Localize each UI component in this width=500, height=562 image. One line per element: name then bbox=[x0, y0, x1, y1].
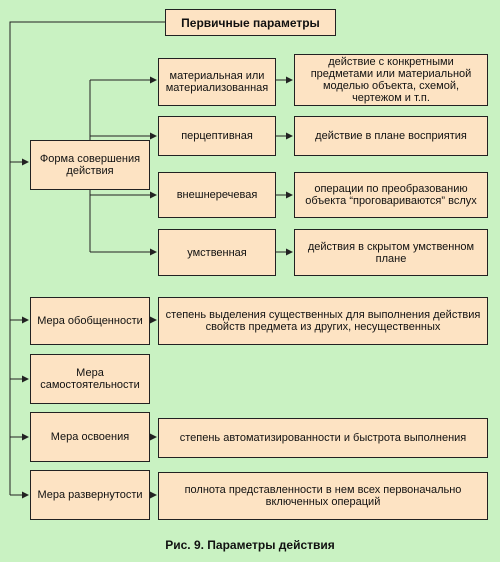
trunk-line bbox=[9, 21, 165, 495]
kind-desc-1: действие с конкретными предметами или ма… bbox=[294, 54, 488, 106]
measure-desc-4: полнота представленности в нем всех перв… bbox=[158, 472, 488, 520]
kind-desc-2: действие в плане восприятия bbox=[294, 116, 488, 156]
kind-box-1: материальная или материализованная bbox=[158, 58, 276, 106]
kind-box-2: перцептивная bbox=[158, 116, 276, 156]
figure-caption: Рис. 9. Параметры действия bbox=[165, 538, 335, 552]
kind-desc-3: операции по преобразованию объекта “прог… bbox=[294, 172, 488, 218]
root-box: Первичные параметры bbox=[165, 9, 336, 36]
measure-box-4: Мера развернутости bbox=[30, 470, 150, 520]
measure-box-3: Мера освоения bbox=[30, 412, 150, 462]
form-box: Форма совершения действия bbox=[30, 140, 150, 190]
measure-box-1: Мера обобщенности bbox=[30, 297, 150, 345]
kind-box-3: внешнеречевая bbox=[158, 172, 276, 218]
kind-desc-4: действия в скрытом умственном плане bbox=[294, 229, 488, 276]
measure-box-2: Мера самостоятельности bbox=[30, 354, 150, 404]
kind-box-4: умственная bbox=[158, 229, 276, 276]
measure-desc-1: степень выделения существенных для выпол… bbox=[158, 297, 488, 345]
measure-desc-3: степень автоматизированности и быстрота … bbox=[158, 418, 488, 458]
